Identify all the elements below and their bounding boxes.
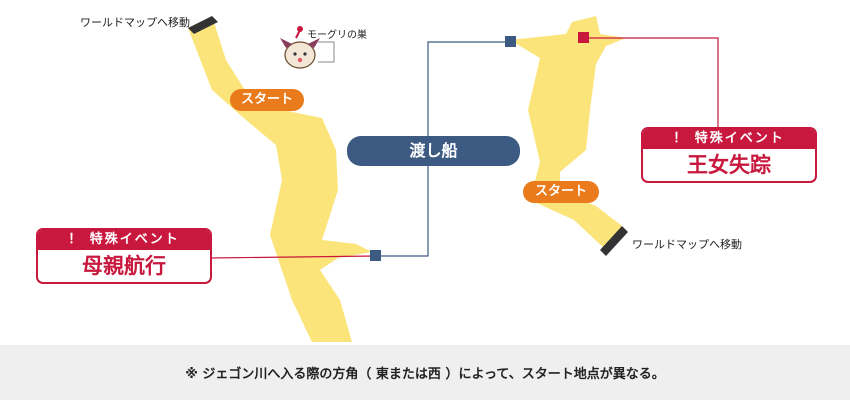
world-map-exit-right-icon[interactable] bbox=[600, 226, 628, 256]
world-map-exit-right-label[interactable]: ワールドマップへ移動 bbox=[632, 238, 742, 251]
right-river bbox=[510, 16, 626, 250]
start-label-left[interactable]: スタート bbox=[230, 89, 304, 111]
moogle-nest-label: モーグリの巣 bbox=[307, 30, 367, 41]
footer-note: ※ ジェゴン川へ入る際の方角（ 東または西 ）によって、スタート地点が異なる。 bbox=[185, 367, 665, 382]
event-name: 王女失踪 bbox=[687, 153, 771, 177]
left-river bbox=[188, 16, 372, 342]
start-label-right[interactable]: スタート bbox=[523, 181, 599, 203]
world-map-exit-left-label[interactable]: ワールドマップへ移動 bbox=[80, 16, 190, 29]
event-left-line bbox=[209, 255, 377, 259]
event-box-right[interactable]: ！ 特殊イベント 王女失踪 bbox=[641, 127, 817, 183]
event-tag: ！ 特殊イベント bbox=[38, 230, 210, 250]
moogle-leader-line bbox=[318, 41, 335, 63]
event-marker-right[interactable] bbox=[578, 32, 589, 43]
moogle-icon[interactable] bbox=[280, 26, 320, 69]
ferry-dock-marker-right[interactable] bbox=[505, 36, 516, 47]
ferry-label[interactable]: 渡し船 bbox=[347, 136, 520, 166]
event-tag: ！ 特殊イベント bbox=[643, 129, 815, 149]
event-box-left[interactable]: ！ 特殊イベント 母親航行 bbox=[36, 228, 212, 284]
event-right-line bbox=[584, 37, 719, 128]
footer-bar: ※ ジェゴン川へ入る際の方角（ 東または西 ）によって、スタート地点が異なる。 bbox=[0, 345, 850, 400]
world-map-exit-left-icon[interactable] bbox=[188, 16, 218, 34]
ferry-dock-marker-left[interactable] bbox=[370, 250, 381, 261]
event-name: 母親航行 bbox=[82, 254, 166, 278]
